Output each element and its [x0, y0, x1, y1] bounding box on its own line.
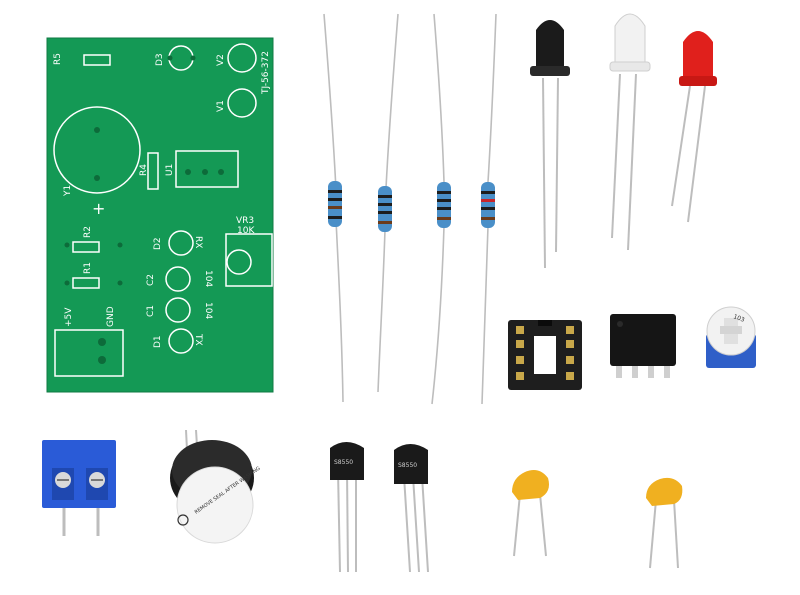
pcb-label-r4: R4 — [139, 164, 149, 176]
pcb-label-rx: RX — [193, 236, 203, 248]
led-red — [671, 31, 717, 223]
resistor-3 — [431, 13, 451, 405]
ic-chip — [610, 314, 676, 378]
pcb-label-d1: D1 — [153, 335, 163, 348]
transistor-left-marking: S8550 — [334, 459, 353, 466]
transistor-right: S8550 — [394, 444, 429, 573]
pcb-label-u1: U1 — [165, 164, 175, 176]
pcb-label-c1-value: 104 — [203, 302, 213, 319]
pcb-board: R5 D3 V2 V1 TJ-56-372 R4 U1 Y1 + VR3 10K… — [46, 37, 274, 393]
transistor-right-marking: S8550 — [398, 462, 417, 469]
pcb-label-v2: V2 — [216, 54, 226, 66]
pcb-label-model: TJ-56-372 — [261, 51, 271, 95]
pcb-label-r1: R1 — [83, 262, 93, 274]
pcb-label-c2: C2 — [146, 274, 156, 286]
pcb-label-y1: Y1 — [63, 185, 73, 197]
pcb-label-tx: TX — [193, 333, 203, 346]
transistor-left: S8550 — [330, 442, 364, 573]
pcb-label-c1: C1 — [146, 305, 156, 317]
potentiometer-marking: 103 — [732, 313, 745, 324]
pcb-label-r2: R2 — [83, 226, 93, 238]
pcb-label-c2-value: 104 — [203, 270, 213, 287]
led-clear — [609, 13, 651, 251]
pcb-label-vplus: +5V — [64, 307, 74, 327]
potentiometer: 103 — [706, 306, 756, 368]
pcb-label-gnd: GND — [106, 306, 116, 327]
led-black — [530, 20, 570, 269]
resistor-4 — [481, 13, 497, 405]
buzzer: REMOVE SEAL AFTER WASHING — [170, 429, 262, 544]
pcb-label-vr3-value: 10K — [237, 226, 255, 236]
pcb-label-plus: + — [92, 199, 105, 218]
pcb-label-d3: D3 — [155, 53, 165, 66]
pcb-label-v1: V1 — [216, 100, 226, 112]
capacitor-right — [646, 477, 683, 569]
ic-socket — [508, 320, 582, 390]
pcb-label-vr3: VR3 — [236, 216, 254, 226]
capacitor-left — [512, 470, 549, 557]
pcb-label-d2: D2 — [153, 237, 163, 250]
pcb-label-r5: R5 — [53, 53, 63, 65]
resistor-1 — [323, 13, 344, 403]
terminal-block — [42, 440, 116, 536]
resistor-2 — [377, 13, 399, 393]
